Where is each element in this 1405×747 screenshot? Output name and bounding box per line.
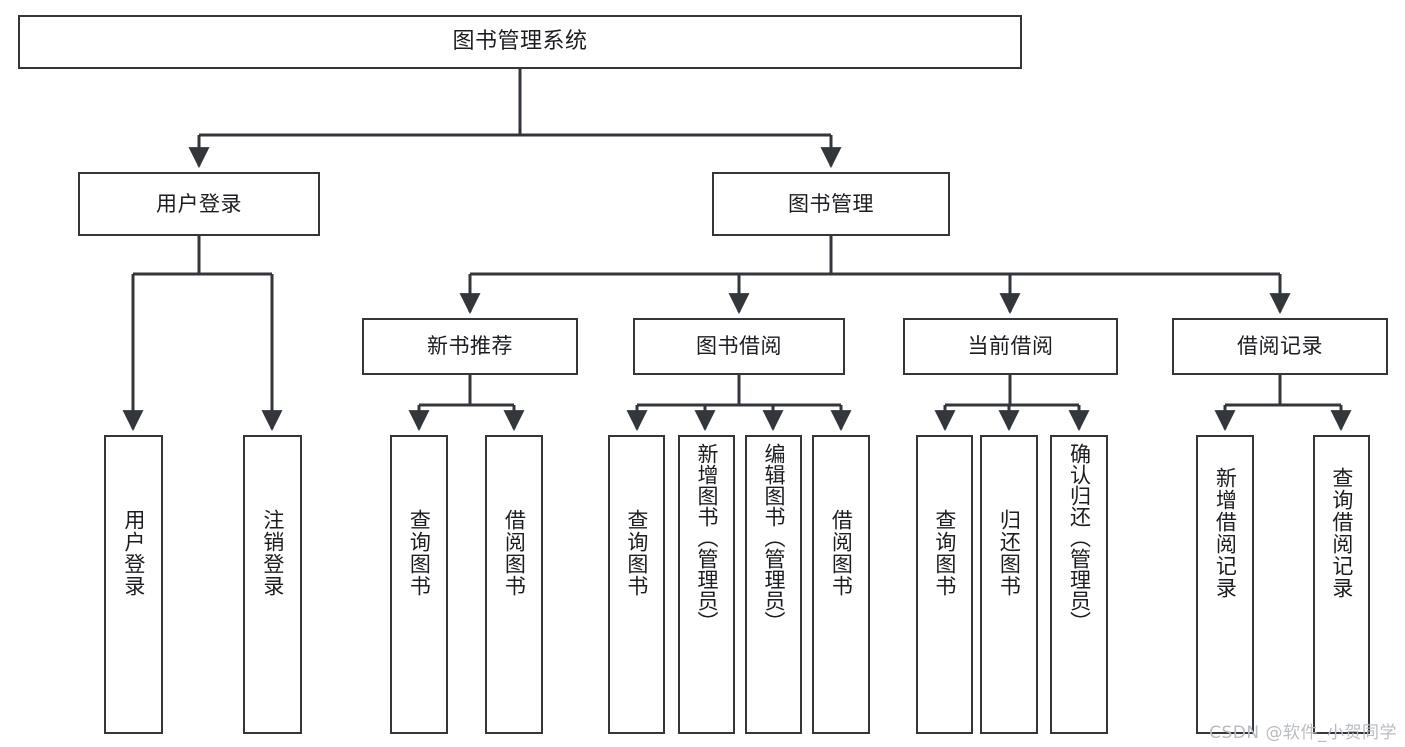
node-label: 新增图书（管理员）	[695, 443, 719, 632]
csdn-watermark: CSDN @软件_小贺同学	[1209, 723, 1397, 743]
node-leaf-query-book-3[interactable]: 查询图书	[916, 435, 973, 734]
node-label: 归还图书	[997, 509, 1022, 597]
node-new-book-recommend[interactable]: 新书推荐	[362, 318, 578, 375]
node-label: 图书管理系统	[452, 29, 588, 55]
node-label: 新增借阅记录	[1213, 467, 1238, 599]
node-label: 注销登录	[260, 509, 285, 597]
node-user-login[interactable]: 用户登录	[78, 172, 320, 236]
node-label: 编辑图书（管理员）	[762, 443, 786, 632]
node-leaf-query-record[interactable]: 查询借阅记录	[1313, 435, 1370, 734]
node-leaf-confirm-return[interactable]: 确认归还（管理员）	[1050, 435, 1108, 734]
node-leaf-borrow-book-2[interactable]: 借阅图书	[812, 435, 870, 734]
node-label: 图书管理	[788, 191, 874, 216]
node-label: 借阅记录	[1237, 334, 1323, 359]
node-book-borrow[interactable]: 图书借阅	[633, 318, 845, 375]
node-label: 用户登录	[121, 509, 146, 597]
node-label: 查询图书	[624, 509, 649, 597]
node-leaf-user-logout[interactable]: 注销登录	[243, 435, 302, 734]
node-label: 新书推荐	[427, 334, 513, 359]
node-leaf-return-book[interactable]: 归还图书	[980, 435, 1038, 734]
node-borrow-record[interactable]: 借阅记录	[1172, 318, 1388, 375]
node-leaf-borrow-book-1[interactable]: 借阅图书	[485, 435, 543, 734]
node-label: 借阅图书	[829, 509, 854, 597]
node-label: 查询图书	[407, 509, 432, 597]
node-label: 图书借阅	[696, 334, 782, 359]
node-leaf-query-book-2[interactable]: 查询图书	[608, 435, 665, 734]
node-book-manage[interactable]: 图书管理	[712, 172, 950, 236]
node-leaf-add-book[interactable]: 新增图书（管理员）	[678, 435, 735, 734]
node-leaf-user-login[interactable]: 用户登录	[104, 435, 163, 734]
node-label: 当前借阅	[967, 334, 1054, 359]
node-root-system[interactable]: 图书管理系统	[18, 15, 1022, 69]
node-leaf-edit-book[interactable]: 编辑图书（管理员）	[745, 435, 802, 734]
node-leaf-query-book-1[interactable]: 查询图书	[390, 435, 448, 734]
node-label: 查询图书	[932, 509, 957, 597]
node-current-borrow[interactable]: 当前借阅	[903, 318, 1118, 375]
node-label: 用户登录	[156, 191, 242, 216]
node-label: 确认归还（管理员）	[1067, 443, 1092, 632]
node-leaf-add-record[interactable]: 新增借阅记录	[1196, 435, 1254, 734]
node-label: 查询借阅记录	[1329, 467, 1354, 599]
node-label: 借阅图书	[502, 509, 527, 597]
